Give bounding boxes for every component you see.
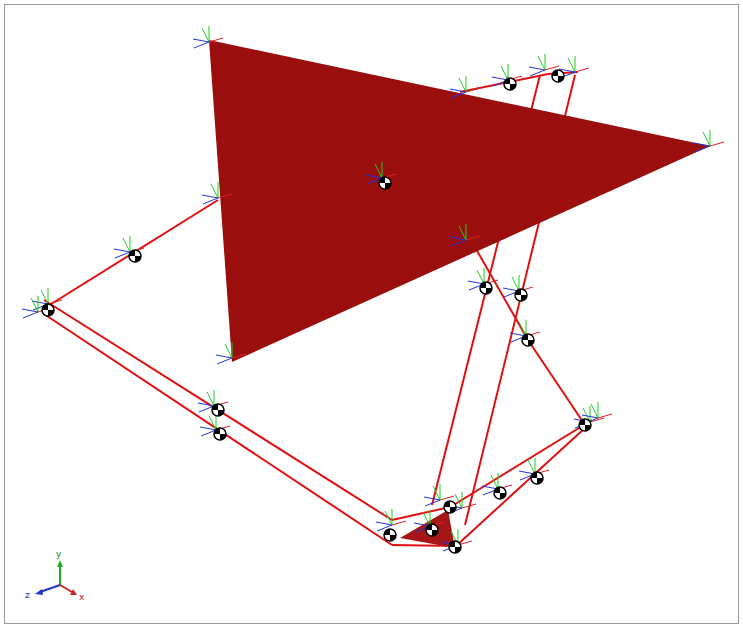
center-of-mass-markers bbox=[42, 70, 591, 553]
view-border bbox=[5, 5, 739, 624]
axis-label: z bbox=[25, 590, 30, 600]
axis-label: x bbox=[79, 592, 84, 602]
axis-triad bbox=[35, 560, 77, 595]
axis-label: y bbox=[56, 549, 61, 559]
plate-body bbox=[209, 40, 710, 362]
joint-frames bbox=[22, 26, 724, 551]
small-plate-body bbox=[400, 510, 455, 548]
